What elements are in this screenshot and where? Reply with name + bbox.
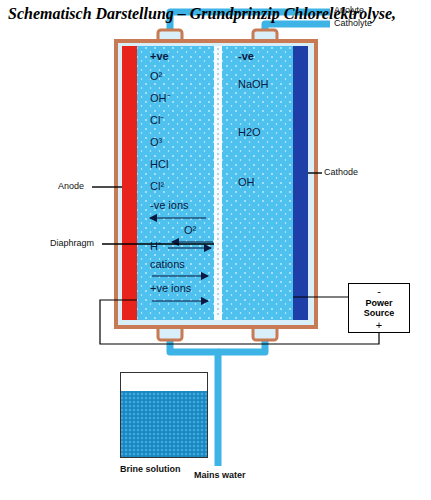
- chamber-text: +ve ions: [150, 282, 191, 295]
- tank-vessel: [120, 372, 208, 458]
- chamber-text: O²: [184, 224, 196, 237]
- brine-tank: Brine solution: [112, 372, 216, 482]
- chamber-text: O³: [150, 136, 162, 149]
- anode-chamber: +veO²OH⁻Cl⁻O³HClCl²-ve ionsO²H⁺cations+v…: [137, 46, 214, 320]
- chamber-text: Cl⁻: [150, 114, 164, 127]
- chamber-text: cations: [150, 258, 185, 271]
- chamber-text: H2O: [238, 126, 261, 139]
- chamber-text: O²: [150, 70, 162, 83]
- part-label: Anode: [58, 181, 84, 191]
- chamber-text: OH: [238, 176, 255, 189]
- part-label: Cathode: [324, 167, 358, 177]
- terminal-sign: +: [376, 319, 382, 331]
- chamber-text: Cl²: [150, 180, 164, 193]
- terminal-sign: -: [377, 285, 381, 297]
- power-wire: [100, 300, 379, 344]
- chamber-text: HCl: [150, 158, 168, 171]
- chamber-text: NaOH: [238, 78, 269, 91]
- pipe-label: Catholyte: [334, 18, 372, 28]
- tank-label: Brine solution: [120, 464, 181, 474]
- chamber-text: -ve ions: [150, 199, 189, 212]
- cathode-chamber: -veNaOH H2O OH: [222, 46, 293, 320]
- chamber-text: +ve: [150, 50, 169, 63]
- power-wire: [293, 296, 348, 297]
- part-label: Diaphragm: [50, 238, 94, 248]
- power-source-box: -Power Source+: [348, 283, 410, 333]
- pipe-label: Mains water: [194, 470, 246, 480]
- chamber-text: -ve: [238, 50, 254, 63]
- device-name: Power Source: [351, 298, 407, 318]
- chamber-text: OH⁻: [150, 92, 171, 105]
- chamber-text: H⁺: [150, 240, 162, 253]
- brine-water: [121, 373, 207, 457]
- pipe-label: Anolyte: [334, 5, 364, 15]
